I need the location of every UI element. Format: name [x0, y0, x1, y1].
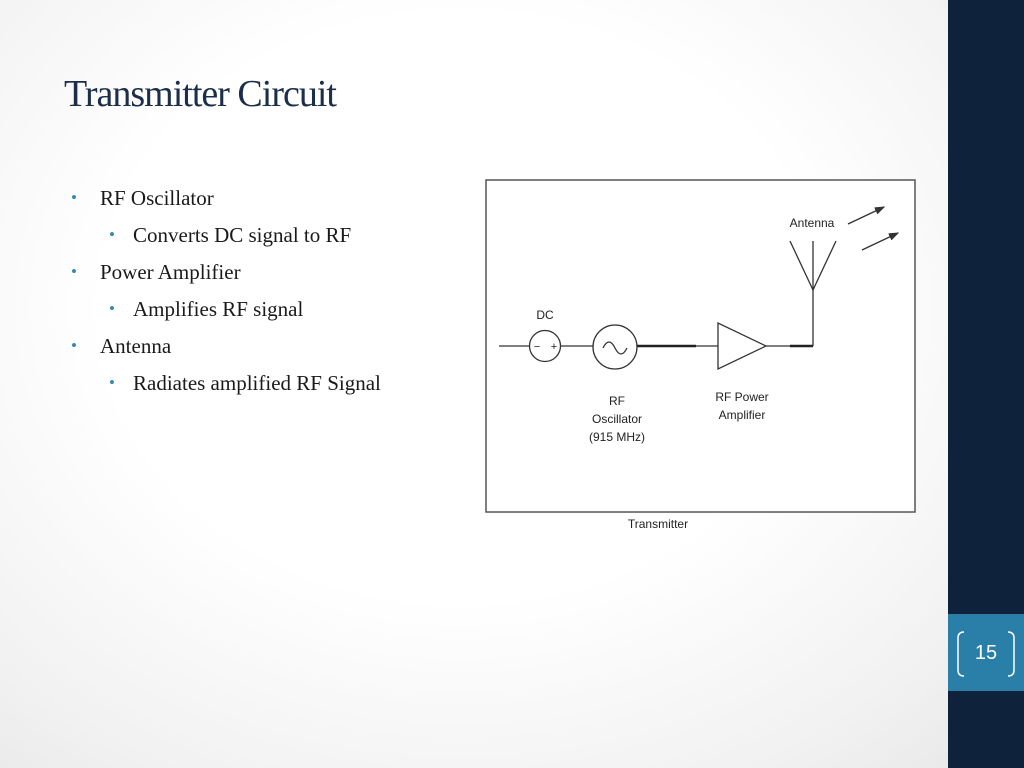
oscillator-label-1: RF [609, 394, 625, 408]
sub-bullet-converts-dc: Converts DC signal to RF [72, 223, 381, 247]
antenna-element-right [812, 240, 837, 291]
sub-bullet-radiates-rf: Radiates amplified RF Signal [72, 371, 381, 395]
bullet-rf-oscillator: RF Oscillator [71, 186, 381, 210]
page-number-tab [948, 614, 1024, 691]
transmitter-diagram: DC − + RF Oscillator (915 MHz) RF Power … [485, 179, 916, 531]
page-number: 15 [974, 642, 998, 664]
oscillator-label-2: Oscillator [592, 412, 642, 426]
sub-bullet-amplifies-rf: Amplifies RF signal [72, 297, 381, 321]
radiation-arrow-icon [847, 206, 886, 225]
dc-label: DC [536, 308, 554, 322]
sine-wave-icon [602, 341, 628, 355]
dc-minus-sign: − [534, 341, 540, 353]
oscillator-label-3: (915 MHz) [589, 430, 645, 444]
dc-plus-sign: + [551, 341, 557, 353]
page-number-brackets [957, 631, 1015, 677]
bullet-list: RF Oscillator Converts DC signal to RF P… [71, 186, 381, 408]
diagram-caption: Transmitter [628, 517, 688, 531]
amplifier-label-1: RF Power [715, 390, 768, 404]
dc-source-icon [528, 329, 562, 363]
amplifier-label-2: Amplifier [719, 408, 766, 422]
slide-title: Transmitter Circuit [64, 73, 337, 115]
radiation-arrow-icon [861, 232, 900, 251]
bullet-power-amplifier: Power Amplifier [71, 260, 381, 284]
bullet-antenna: Antenna [71, 334, 381, 358]
antenna-element-left [789, 240, 814, 291]
antenna-label: Antenna [790, 216, 835, 230]
